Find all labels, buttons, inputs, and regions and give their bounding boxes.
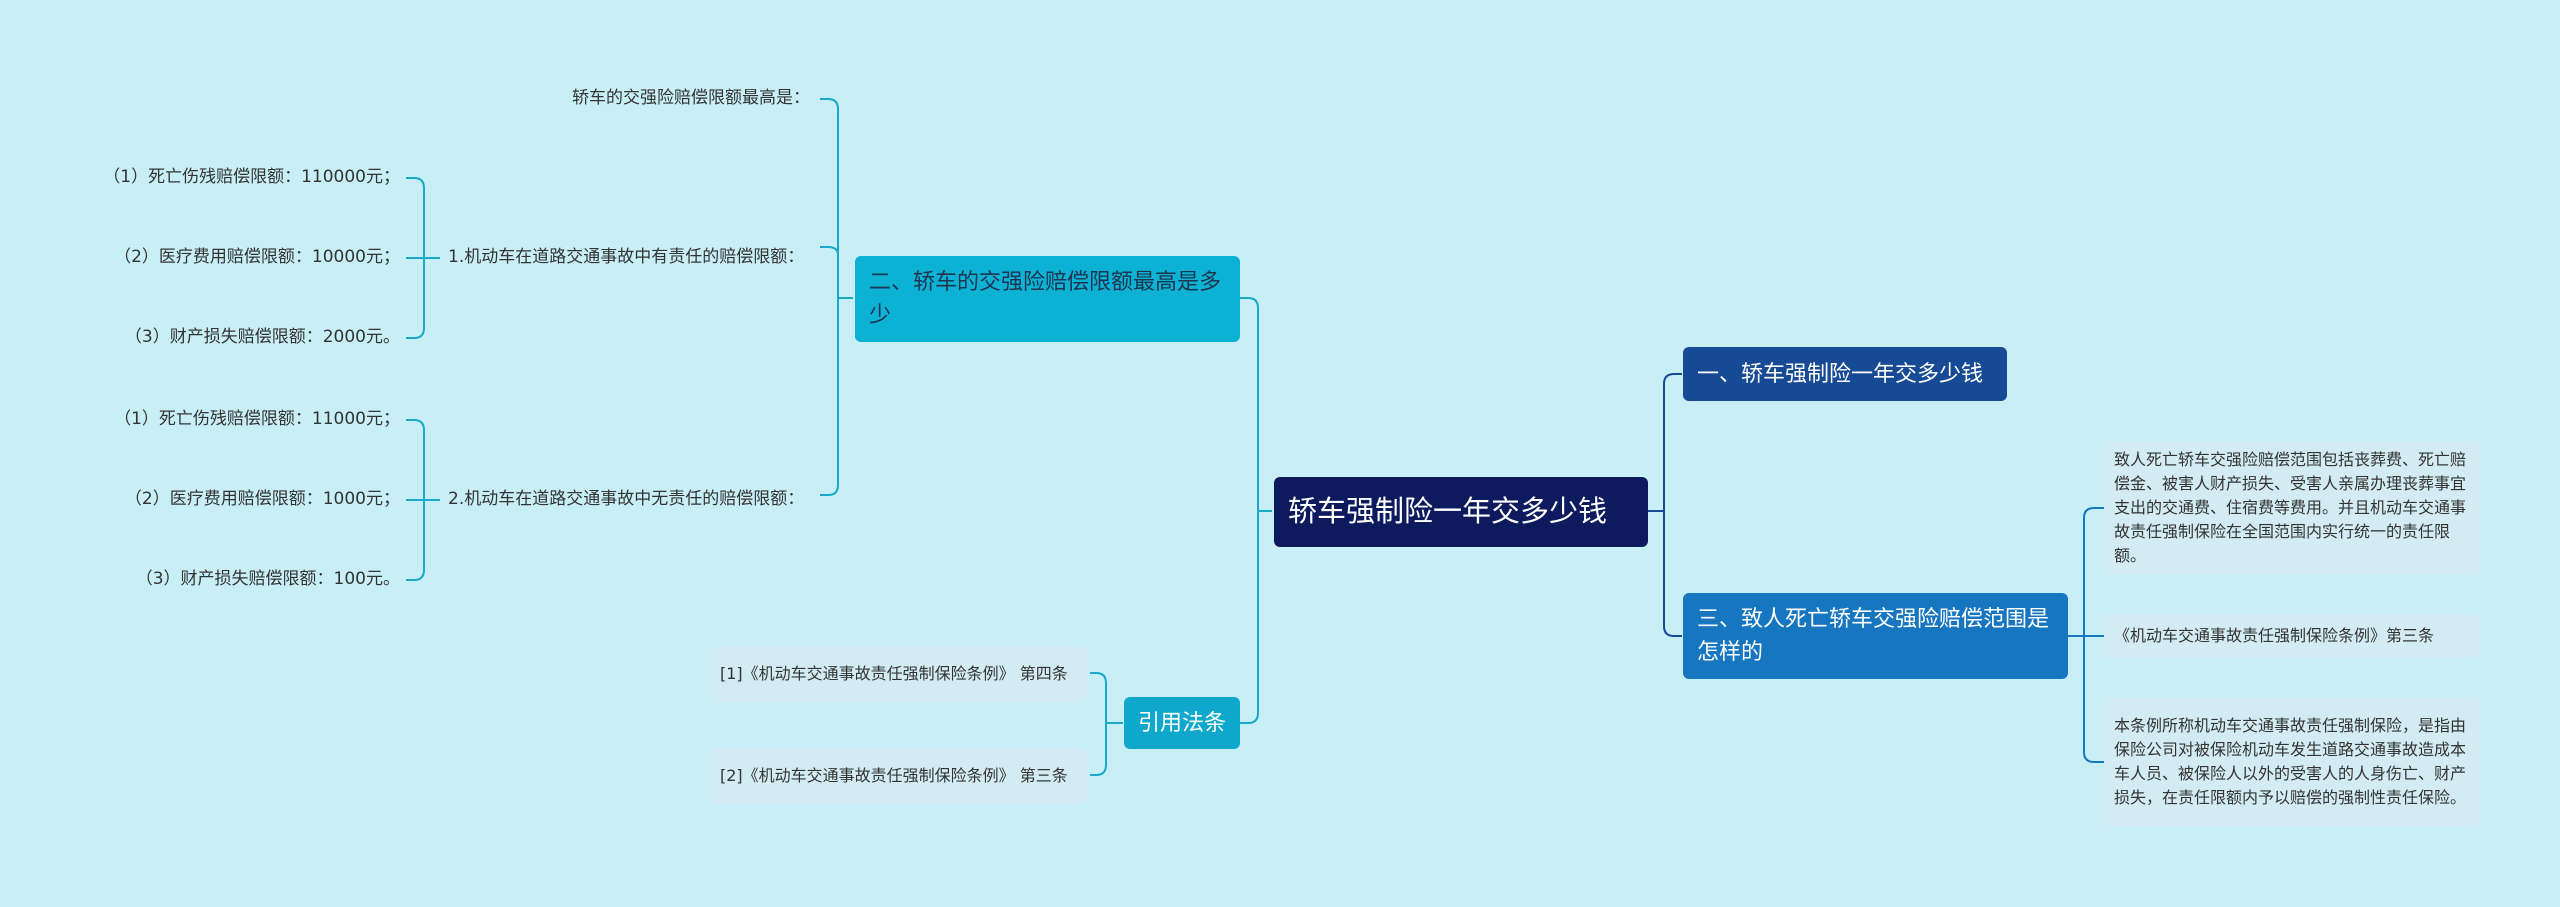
section2-topic[interactable]: 二、轿车的交强险赔偿限额最高是多少 <box>855 256 1240 342</box>
no-fault-topic[interactable]: 2.机动车在道路交通事故中无责任的赔偿限额： <box>448 472 818 528</box>
section1-topic[interactable]: 一、轿车强制险一年交多少钱 <box>1683 347 2007 401</box>
reference-item[interactable]: [2]《机动车交通事故责任强制保险条例》 第三条 <box>710 748 1088 804</box>
section2-topic-label: 二、轿车的交强险赔偿限额最高是多少 <box>869 270 1222 328</box>
no-fault-item[interactable]: （2）医疗费用赔偿限额：1000元； <box>60 485 400 515</box>
references-connectors <box>1090 672 1123 776</box>
section2-connectors <box>820 98 853 496</box>
no-fault-item[interactable]: （1）死亡伤残赔偿限额：11000元； <box>60 405 400 435</box>
with-fault-item-label: （2）医疗费用赔偿限额：10000元； <box>114 247 400 268</box>
section3-item[interactable]: 《机动车交通事故责任强制保险条例》第三条 <box>2104 614 2480 658</box>
section3-topic-label: 三、致人死亡轿车交强险赔偿范围是怎样的 <box>1697 607 2050 665</box>
with-fault-item[interactable]: （1）死亡伤残赔偿限额：110000元； <box>60 163 400 193</box>
with-fault-connectors <box>406 177 440 339</box>
section3-item[interactable]: 本条例所称机动车交通事故责任强制保险，是指由保险公司对被保险机动车发生道路交通事… <box>2104 697 2480 827</box>
with-fault-item-label: （3）财产损失赔偿限额：2000元。 <box>124 327 400 348</box>
reference-item[interactable]: [1]《机动车交通事故责任强制保险条例》 第四条 <box>710 646 1088 702</box>
with-fault-topic[interactable]: 1.机动车在道路交通事故中有责任的赔偿限额： <box>448 230 818 286</box>
root-left-connectors <box>1240 297 1272 724</box>
root-topic[interactable]: 轿车强制险一年交多少钱 <box>1274 477 1648 547</box>
root-topic-label: 轿车强制险一年交多少钱 <box>1288 494 1608 529</box>
section3-connectors <box>2068 507 2104 763</box>
section3-item-label: 致人死亡轿车交强险赔偿范围包括丧葬费、死亡赔偿金、被害人财产损失、受害人亲属办理… <box>2114 450 2467 565</box>
section3-topic[interactable]: 三、致人死亡轿车交强险赔偿范围是怎样的 <box>1683 593 2068 679</box>
with-fault-item-label: （1）死亡伤残赔偿限额：110000元； <box>103 167 400 188</box>
section3-item-label: 本条例所称机动车交通事故责任强制保险，是指由保险公司对被保险机动车发生道路交通事… <box>2114 716 2467 807</box>
root-right-connectors <box>1648 373 1682 637</box>
section2-intro[interactable]: 轿车的交强险赔偿限额最高是： <box>470 84 810 114</box>
references-topic-label: 引用法条 <box>1137 710 1226 736</box>
no-fault-connectors <box>406 419 440 581</box>
reference-item-label: [2]《机动车交通事故责任强制保险条例》 第三条 <box>720 766 1068 785</box>
no-fault-topic-label: 2.机动车在道路交通事故中无责任的赔偿限额： <box>448 489 805 510</box>
no-fault-item-label: （3）财产损失赔偿限额：100元。 <box>135 569 400 590</box>
section3-item[interactable]: 致人死亡轿车交强险赔偿范围包括丧葬费、死亡赔偿金、被害人财产损失、受害人亲属办理… <box>2104 441 2480 575</box>
section3-item-label: 《机动车交通事故责任强制保险条例》第三条 <box>2114 626 2435 645</box>
with-fault-item[interactable]: （3）财产损失赔偿限额：2000元。 <box>60 323 400 353</box>
no-fault-item-label: （1）死亡伤残赔偿限额：11000元； <box>114 409 400 430</box>
section1-topic-label: 一、轿车强制险一年交多少钱 <box>1697 361 1984 387</box>
with-fault-item[interactable]: （2）医疗费用赔偿限额：10000元； <box>60 243 400 273</box>
section2-intro-label: 轿车的交强险赔偿限额最高是： <box>572 88 810 109</box>
with-fault-topic-label: 1.机动车在道路交通事故中有责任的赔偿限额： <box>448 247 805 268</box>
reference-item-label: [1]《机动车交通事故责任强制保险条例》 第四条 <box>720 664 1068 683</box>
references-topic[interactable]: 引用法条 <box>1124 697 1240 749</box>
no-fault-item-label: （2）医疗费用赔偿限额：1000元； <box>124 489 400 510</box>
no-fault-item[interactable]: （3）财产损失赔偿限额：100元。 <box>60 565 400 595</box>
